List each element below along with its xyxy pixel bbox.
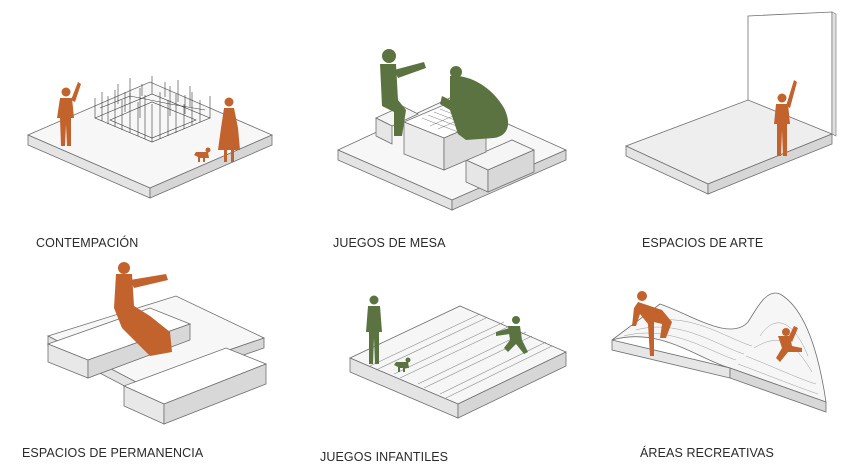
- seated-player-left-figure: [380, 49, 426, 136]
- dog-figure: [194, 147, 211, 162]
- bending-person-figure: [632, 291, 672, 356]
- standing-person-figure: [366, 295, 382, 364]
- person-waving-figure: [57, 82, 81, 146]
- leaping-child-figure: [776, 326, 802, 362]
- panel-juegos-infantiles: JUEGOS INFANTILES: [290, 252, 580, 468]
- panel-espacios-de-permanencia: ESPACIOS DE PERMANENCIA: [0, 252, 290, 468]
- caption-espacios-de-arte: ESPACIOS DE ARTE: [642, 236, 764, 250]
- seated-person-figure: [114, 262, 172, 356]
- play-ridges: [369, 313, 553, 399]
- person-standing-figure: [218, 97, 240, 162]
- seated-player-right-figure: [440, 66, 509, 140]
- espacios-de-permanencia-illustration: [46, 262, 268, 425]
- contemplacion-illustration: [26, 76, 274, 199]
- panel-areas-recreativas: ÁREAS RECREATIVAS: [580, 252, 856, 468]
- platform-side-right: [707, 133, 833, 195]
- juegos-de-mesa-illustration: [337, 49, 567, 211]
- running-child-figure: [496, 316, 528, 354]
- espacios-de-arte-illustration: [624, 11, 837, 195]
- areas-recreativas-illustration: [611, 291, 827, 413]
- artist-figure: [774, 80, 797, 156]
- panel-contemplacion: CONTEMPACIÓN: [0, 0, 290, 260]
- caption-juegos-de-mesa: JUEGOS DE MESA: [333, 236, 446, 250]
- dog-figure: [394, 357, 411, 372]
- caption-juegos-infantiles: JUEGOS INFANTILES: [320, 450, 449, 464]
- panel-espacios-de-arte: ESPACIOS DE ARTE: [580, 0, 856, 260]
- caption-espacios-de-permanencia: ESPACIOS DE PERMANENCIA: [22, 446, 204, 460]
- panel-juegos-de-mesa: JUEGOS DE MESA: [290, 0, 580, 260]
- caption-contemplacion: CONTEMPACIÓN: [36, 236, 139, 250]
- platform-side-right: [457, 351, 567, 419]
- caption-areas-recreativas: ÁREAS RECREATIVAS: [640, 446, 774, 460]
- juegos-infantiles-illustration: [349, 295, 567, 419]
- wire-sculpture: [94, 76, 211, 143]
